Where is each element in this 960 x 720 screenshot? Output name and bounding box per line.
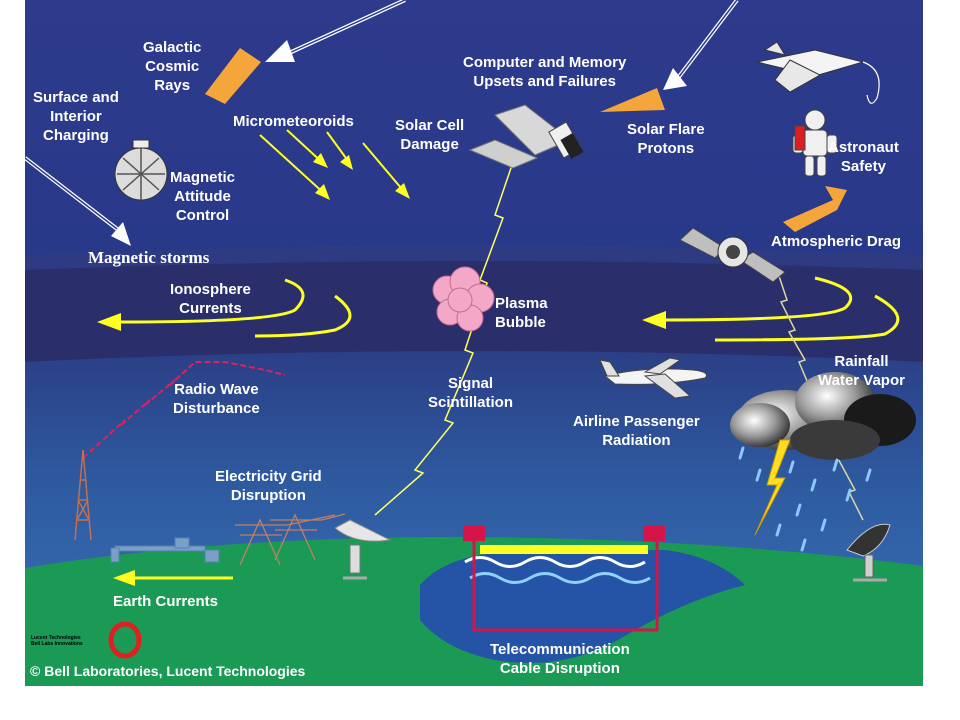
magnetic-storm-arrow: [23, 156, 131, 246]
dish-antenna-icon: [846, 523, 891, 582]
radio-wave-path: [82, 361, 286, 459]
signal-scintillation-path: [374, 164, 513, 516]
ionosphere-upper-edge: [25, 245, 923, 270]
plasma-bubble-icon: [432, 266, 495, 332]
micrometeoroid-arrows: [259, 129, 410, 200]
cable-bridge: [480, 545, 648, 554]
space-shuttle-icon: [756, 41, 880, 104]
storm-cloud-icon: [730, 372, 916, 460]
galactic-cosmic-ray-arrow: [205, 0, 406, 104]
astronaut-icon: [792, 109, 838, 177]
undersea-cable: [472, 541, 659, 632]
label-magnetic-storms: Magnetic storms: [88, 248, 210, 267]
lucent-logo-icon: [108, 621, 142, 659]
ionosphere-arrowhead-left: [97, 313, 121, 331]
ionosphere-arrowhead-right: [642, 311, 666, 329]
satellite-icon: [468, 104, 584, 169]
cable-terminal-left: [463, 525, 485, 541]
label-atmospheric-drag: Atmospheric Drag: [771, 233, 902, 250]
pipeline-icon: [110, 537, 220, 563]
dish-antenna-icon: [334, 519, 392, 580]
earth-current-arrowhead: [113, 570, 135, 586]
magnetic-attitude-satellite-icon: [114, 139, 168, 201]
power-pylon-icon: [235, 513, 346, 566]
ocean-wave: [469, 572, 651, 584]
solar-flare-proton-arrow: [600, 0, 739, 112]
atmospheric-drag-arrow: [783, 186, 847, 232]
label-earth-currents: Earth Currents: [113, 593, 219, 610]
copyright-notice: © Bell Laboratories, Lucent Technologies: [30, 663, 306, 679]
airliner-icon: [599, 357, 707, 399]
ocean-wave: [464, 556, 646, 568]
rain-drops: [738, 446, 872, 552]
lightning-bolt: [754, 439, 791, 536]
cable-terminal-right: [643, 525, 665, 541]
radio-tower-icon: [74, 449, 92, 541]
ionosphere-current-loops: [119, 276, 900, 342]
label-micrometeoroids: Micrometeoroids: [233, 113, 354, 130]
diagram-canvas: [23, 0, 923, 686]
satellite-icon: [679, 227, 786, 283]
